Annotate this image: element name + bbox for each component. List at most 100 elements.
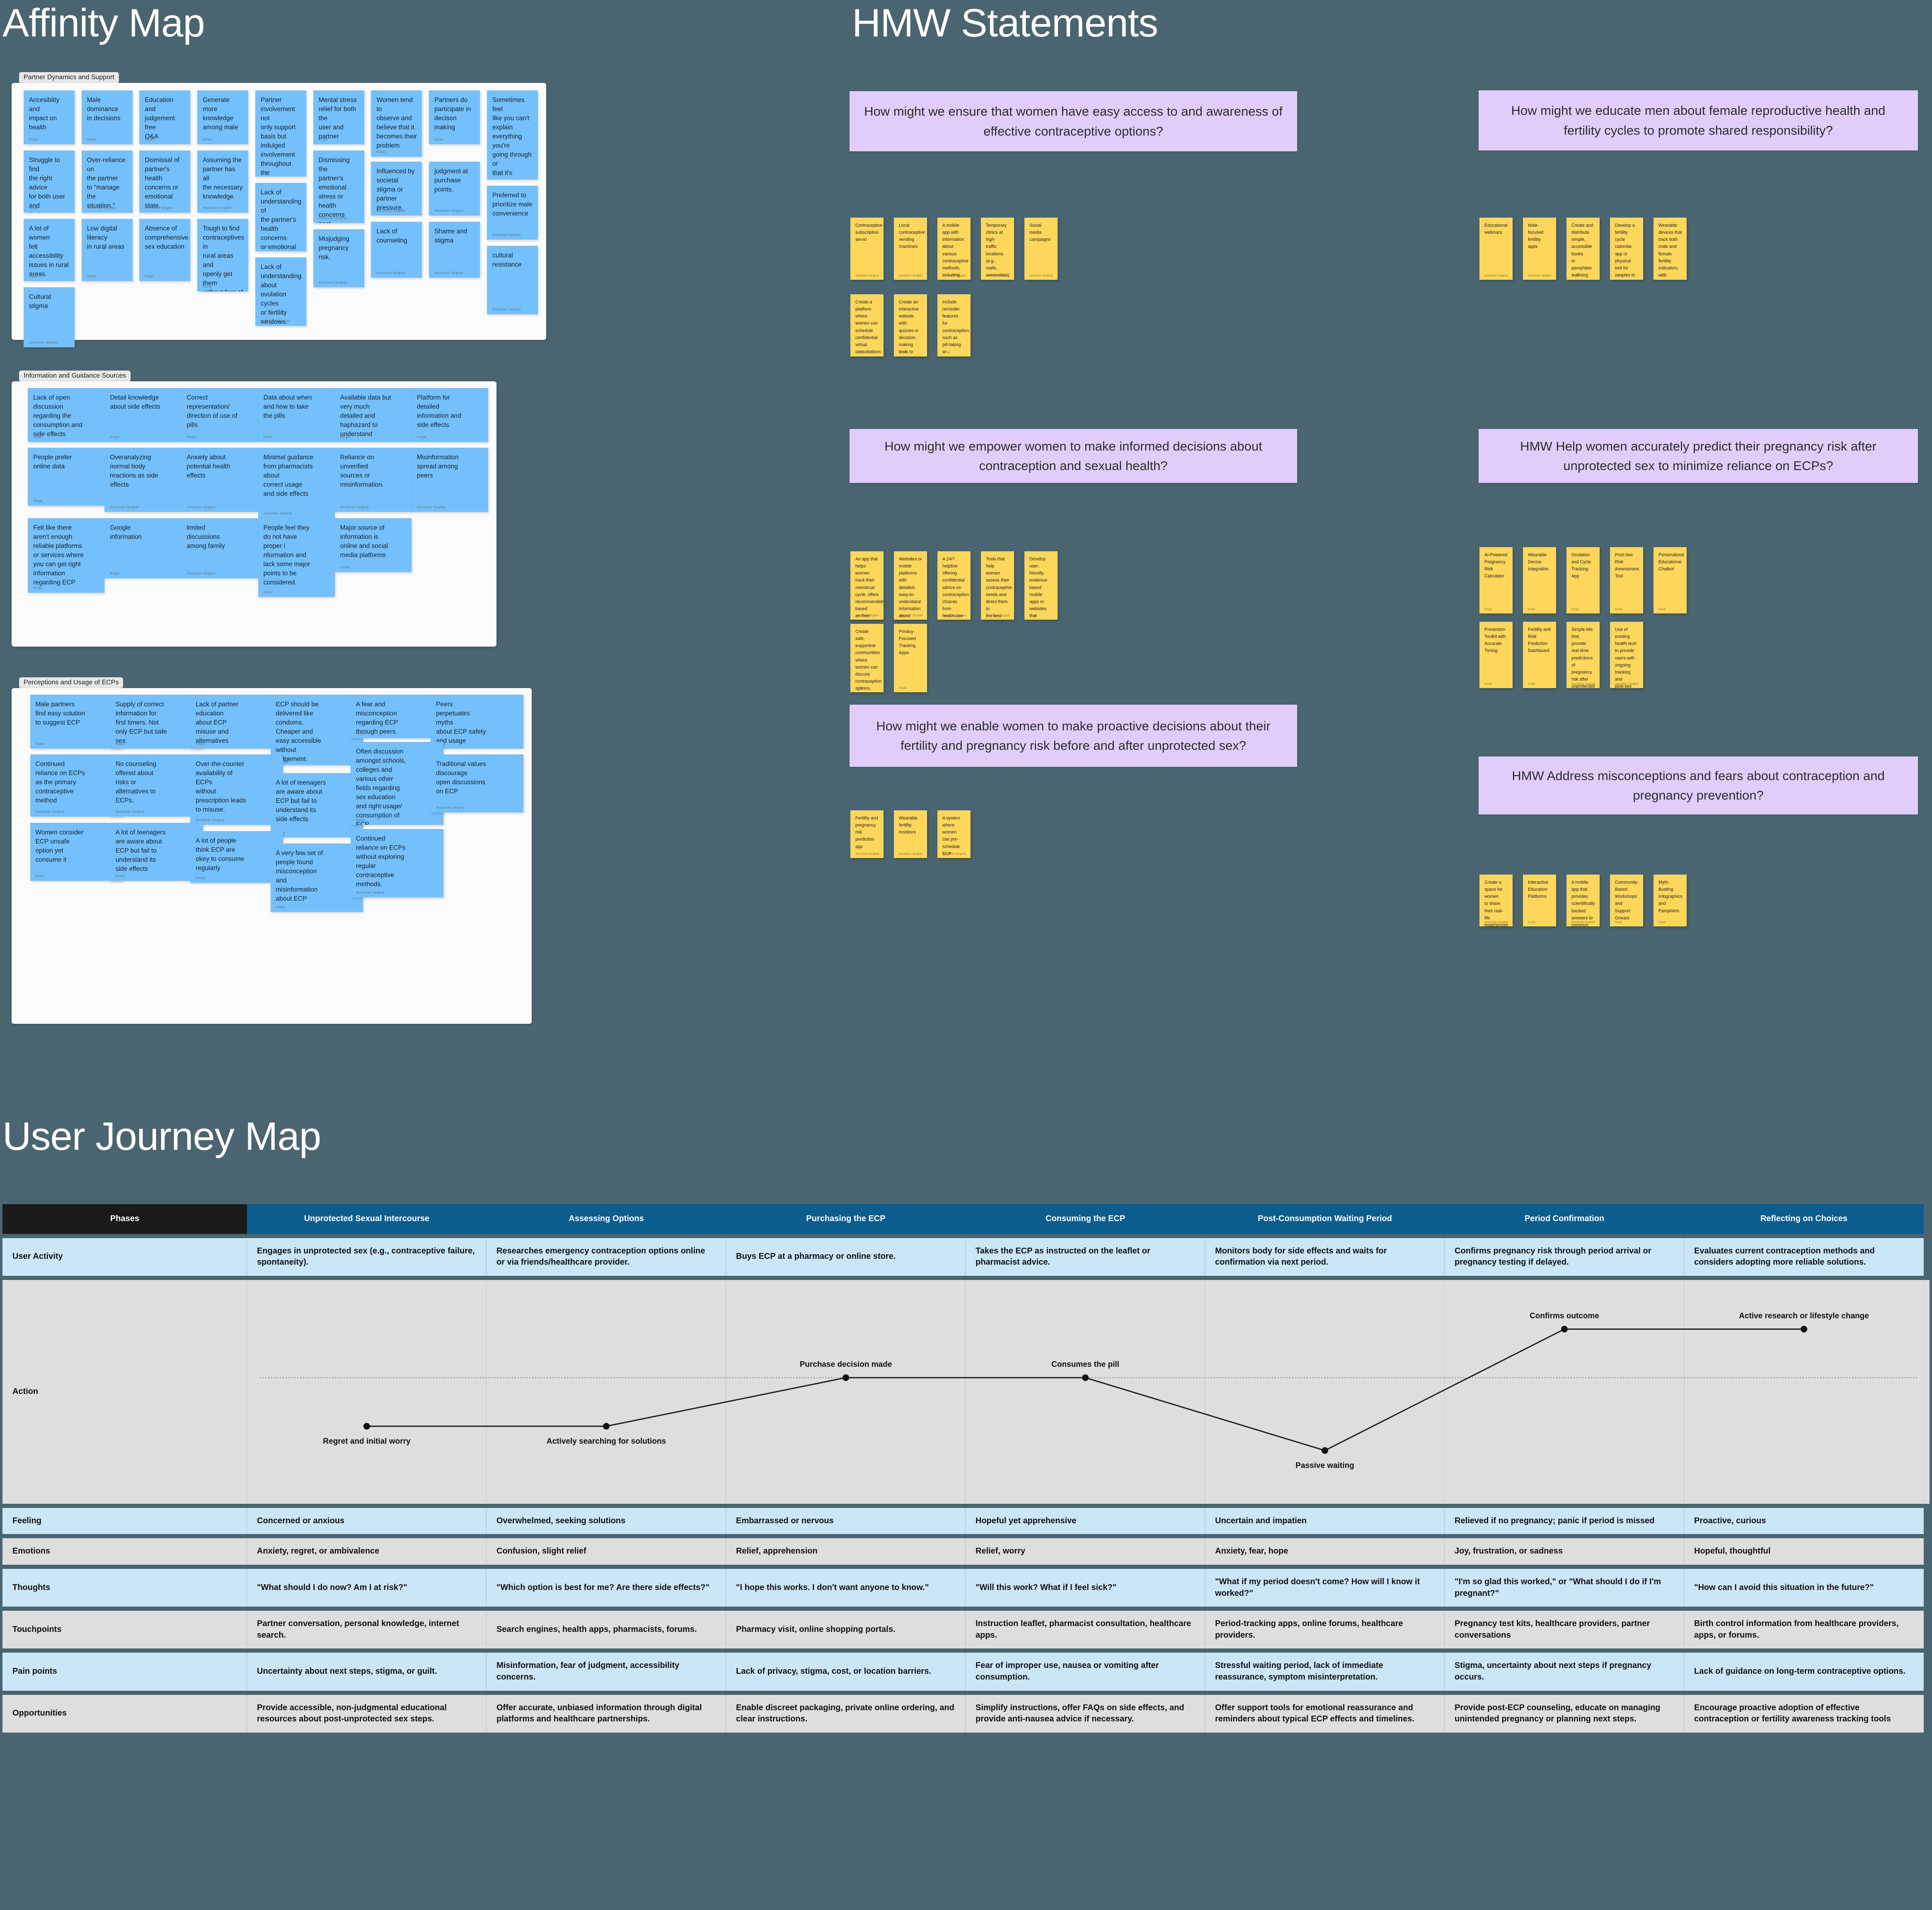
sticky-note[interactable]: Lack of understanding of the partner's h… — [255, 183, 306, 251]
idea-sticky-note[interactable]: Wearable devices that track both male an… — [1654, 218, 1687, 280]
sticky-note[interactable]: A fear and misconception regarding ECP t… — [350, 695, 443, 738]
idea-sticky-note[interactable]: Community-Based Workshops and Support Gr… — [1610, 875, 1643, 926]
sticky-note[interactable]: Peers perpetuates myths about ECP safety… — [431, 695, 523, 749]
idea-sticky-note[interactable]: Create an interactive website with quizz… — [894, 294, 927, 356]
sticky-note[interactable]: Minimal guidance from pharmacists about … — [258, 448, 335, 518]
sticky-note[interactable]: Dismissing the partner's emotional stres… — [313, 150, 364, 223]
sticky-note[interactable]: Correct representation/ direction of use… — [181, 388, 258, 442]
sticky-note[interactable]: Lack of partner education about ECP misu… — [190, 695, 283, 749]
sticky-note[interactable]: Lack of open discussion regarding the co… — [28, 388, 105, 442]
sticky-note[interactable]: Felt like there aren't enough reliable p… — [28, 518, 105, 593]
sticky-note[interactable]: Women tend to observe and believe that i… — [371, 90, 422, 157]
idea-sticky-note[interactable]: A 24/7 helpline offering confidential ad… — [937, 551, 971, 620]
sticky-note[interactable]: A lot of people think ECP are okey to co… — [190, 831, 283, 883]
sticky-note[interactable]: A very few set of people found misconcep… — [270, 844, 363, 912]
sticky-note[interactable]: Influenced by societal stigma or partner… — [371, 162, 422, 216]
idea-sticky-note[interactable]: Create a platform where women can schedu… — [850, 294, 884, 356]
sticky-note[interactable]: Continued reliance on ECPs without explo… — [350, 829, 443, 897]
sticky-note[interactable]: Often discussion amongst schools, colleg… — [350, 742, 443, 825]
sticky-note[interactable]: Male partners find easy solution to sugg… — [30, 695, 123, 749]
sticky-note[interactable]: Sometimes feel like you can't explain ev… — [487, 90, 538, 179]
sticky-note[interactable]: Over-reliance on the partner to "manage … — [81, 150, 133, 213]
sticky-note[interactable]: Partners do participate in decison makin… — [429, 90, 480, 144]
sticky-note[interactable]: A lot of teenagers are aware about ECP b… — [110, 823, 203, 881]
sticky-note-text: Assuming the partner has all the necessa… — [203, 157, 243, 200]
idea-sticky-note[interactable]: Fertility and pregnancy risk prediction … — [850, 810, 884, 858]
idea-sticky-note[interactable]: Create a space for women to share their … — [1479, 875, 1513, 926]
idea-sticky-note[interactable]: Simple kits that, provide real-time pred… — [1566, 622, 1600, 688]
sticky-note[interactable]: A lot of teenagers are aware about ECP b… — [270, 773, 363, 837]
idea-sticky-note[interactable]: A mobile app that provides scientificall… — [1566, 875, 1600, 926]
sticky-note[interactable]: Supply of correct information for first … — [110, 695, 203, 749]
idea-sticky-note[interactable]: Create and distribute simple, accessible… — [1566, 218, 1600, 280]
sticky-note[interactable]: Lack of understanding about ovulation cy… — [255, 257, 306, 326]
sticky-note[interactable]: Tough to find contraceptives in rural ar… — [197, 219, 249, 291]
sticky-note[interactable]: People feel they do not have proper i nf… — [258, 518, 335, 597]
idea-sticky-note[interactable]: Include reminder features for contracept… — [937, 294, 971, 356]
idea-sticky-note[interactable]: Develop user-friendly, evidence-based mo… — [1024, 551, 1058, 620]
sticky-note[interactable]: Platform for detailed information and si… — [411, 388, 488, 442]
sticky-note[interactable]: Overanalyzing normal body reactions as s… — [104, 448, 182, 512]
sticky-note[interactable]: Dismissal of partner's health concerns o… — [139, 150, 191, 213]
idea-sticky-note[interactable]: Develop a fertility cycle calendar app o… — [1610, 218, 1643, 280]
idea-sticky-note[interactable]: A system where women can pre-schedule EC… — [937, 810, 971, 858]
sticky-note[interactable]: Mental stress relief for both the user a… — [313, 90, 364, 144]
sticky-note[interactable]: Available data but very much detailed an… — [334, 388, 412, 442]
idea-sticky-note[interactable]: Use of existing health tech to provide u… — [1610, 622, 1643, 688]
sticky-note[interactable]: No counseling offered about risks or alt… — [110, 754, 203, 817]
sticky-note[interactable]: judgment at purchase points.Anushrav Sin… — [429, 162, 480, 216]
sticky-note[interactable]: Data about when and how to take the pill… — [258, 388, 335, 442]
sticky-note[interactable]: Reliance on unverified sources or misinf… — [334, 448, 412, 512]
idea-sticky-note[interactable]: Tools that help women assess their contr… — [981, 551, 1014, 620]
sticky-note[interactable]: Struggle to find the right advice for bo… — [23, 150, 75, 213]
sticky-note[interactable]: Over-the-counter availability of ECPs wi… — [190, 754, 283, 825]
sticky-note[interactable]: Traditional values discourage open discu… — [431, 754, 523, 812]
sticky-note[interactable]: Misjudging pregnancy risk.Anushrav Singh… — [313, 229, 364, 287]
sticky-note[interactable]: Assuming the partner has all the necessa… — [197, 150, 249, 213]
sticky-note[interactable]: A lot of women felt accessibility issues… — [23, 219, 75, 281]
idea-sticky-note[interactable]: Websites or mobile platforms with detail… — [894, 551, 927, 620]
idea-sticky-note[interactable]: An app that helps women track their mens… — [850, 551, 884, 620]
idea-sticky-note[interactable]: Create safe, supportive communities wher… — [850, 624, 884, 692]
sticky-note[interactable]: ECP should be delivered like condoms. Ch… — [270, 695, 363, 765]
sticky-note[interactable]: Preferred to prioritize male convenience… — [487, 186, 538, 240]
idea-sticky-note[interactable]: A mobile app with information about vari… — [937, 218, 971, 280]
sticky-note[interactable]: Continued reliance on ECPs as the primar… — [30, 754, 123, 817]
sticky-note[interactable]: Major source of information is online an… — [334, 518, 412, 572]
idea-sticky-note[interactable]: Temporary clinics at high- traffic locat… — [981, 218, 1014, 280]
sticky-note[interactable]: Partner involvement not only support bas… — [255, 90, 306, 177]
sticky-note[interactable]: Women consider ECP unsafe option yet con… — [30, 823, 123, 881]
